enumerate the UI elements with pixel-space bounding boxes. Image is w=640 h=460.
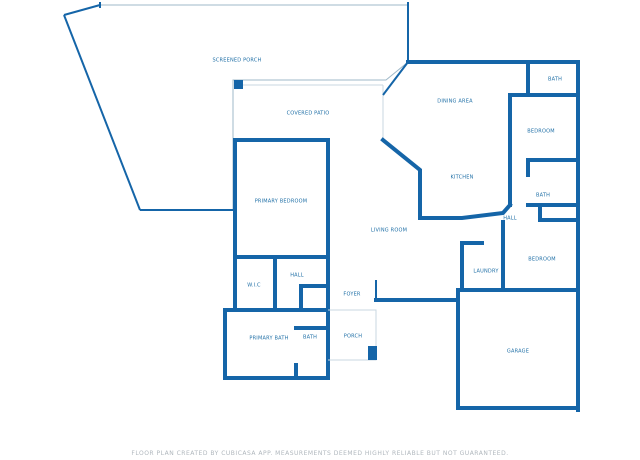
- label-bedroom-bottom: BEDROOM: [528, 257, 556, 263]
- label-primary-bath: PRIMARY BATH: [249, 336, 288, 342]
- label-primary-bedroom: PRIMARY BEDROOM: [255, 199, 308, 205]
- screened-porch-outline: [63, 2, 409, 211]
- label-porch: PORCH: [344, 334, 362, 340]
- label-dining-area: DINING AREA: [437, 99, 473, 105]
- label-garage: GARAGE: [507, 349, 529, 355]
- house-walls: [223, 60, 580, 412]
- label-bath-mid: BATH: [536, 193, 550, 199]
- label-bath-top: BATH: [548, 77, 562, 83]
- label-hall-left: HALL: [290, 273, 304, 279]
- label-bath-small: BATH: [303, 335, 317, 341]
- label-bedroom-top: BEDROOM: [527, 129, 555, 135]
- label-kitchen: KITCHEN: [450, 175, 473, 181]
- label-wic: W.I.C: [247, 283, 261, 289]
- label-covered-patio: COVERED PATIO: [287, 111, 330, 117]
- label-hall-right: HALL: [503, 216, 517, 222]
- label-screened-porch: SCREENED PORCH: [212, 58, 261, 64]
- room-labels: SCREENED PORCH COVERED PATIO DINING AREA…: [212, 58, 562, 355]
- label-foyer: FOYER: [343, 292, 361, 298]
- label-living-room: LIVING ROOM: [371, 228, 407, 234]
- label-laundry: LAUNDRY: [473, 269, 499, 275]
- footer-disclaimer: FLOOR PLAN CREATED BY CUBICASA APP. MEAS…: [131, 450, 508, 457]
